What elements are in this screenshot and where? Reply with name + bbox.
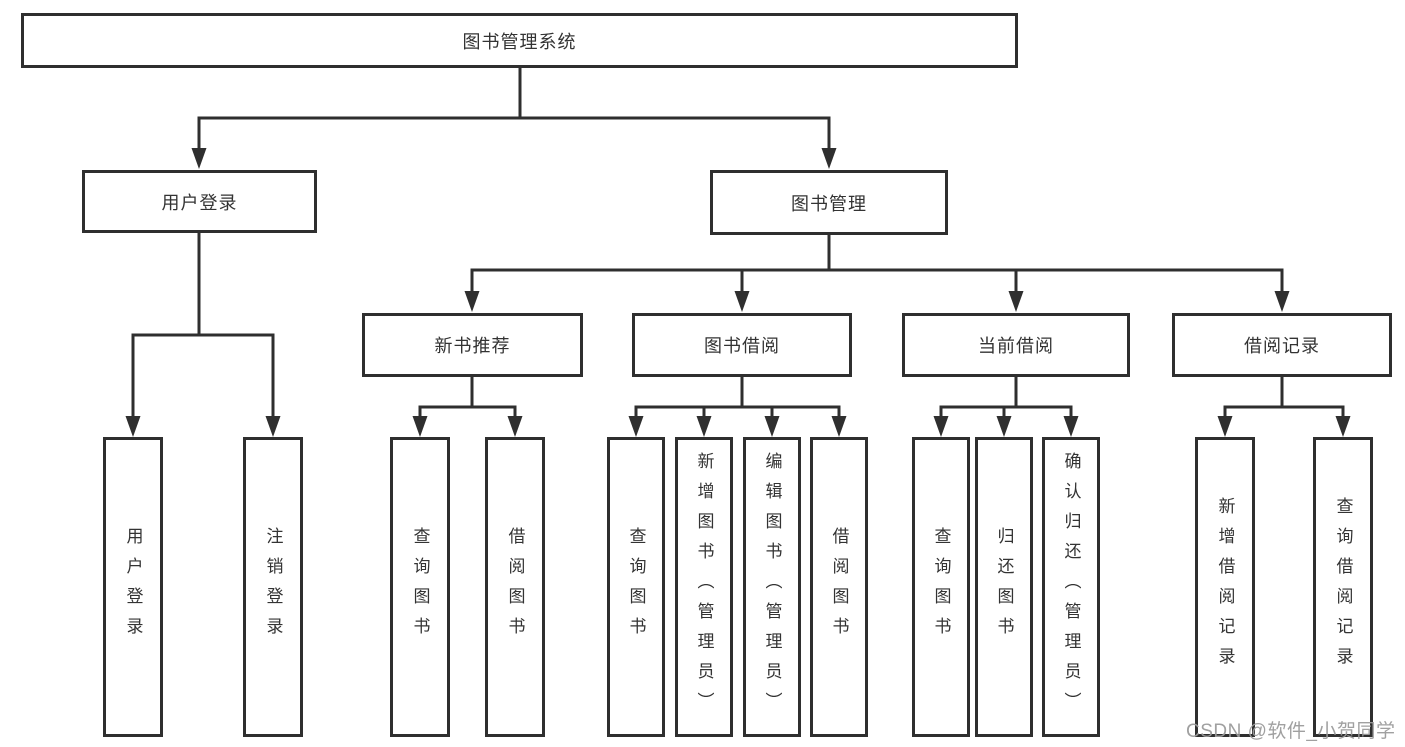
csdn-watermark: CSDN @软件_小贺同学 [1186, 721, 1396, 742]
arrowhead [764, 416, 780, 437]
node-user-login: 用户登录 [82, 170, 317, 233]
leaf-query-books-borrow-label: 查询图书 [626, 527, 646, 647]
leaf-query-borrow-record: 查询借阅记录 [1313, 437, 1373, 737]
leaf-borrow-books-label: 借阅图书 [829, 527, 849, 647]
leaf-return-book-label: 归还图书 [994, 527, 1014, 647]
arrowhead [1217, 416, 1233, 437]
node-book-borrow: 图书借阅 [632, 313, 852, 377]
leaf-edit-book-admin: 编辑图书（管理员） [743, 437, 801, 737]
arrowhead [507, 416, 523, 437]
node-user-login-label: 用户登录 [161, 192, 238, 213]
arrowhead [696, 416, 712, 437]
connector-userlogin-to-children [131, 233, 275, 418]
arrowhead [996, 416, 1012, 437]
arrowhead [464, 291, 480, 312]
node-current-borrow: 当前借阅 [902, 313, 1130, 377]
connector-root-to-level2 [197, 68, 831, 150]
arrowhead [1274, 291, 1290, 312]
leaf-edit-book-admin-label: 编辑图书（管理员） [762, 452, 782, 722]
leaf-add-borrow-record: 新增借阅记录 [1195, 437, 1255, 737]
arrowhead [125, 416, 141, 437]
arrowhead [265, 416, 281, 437]
arrowhead [821, 148, 837, 169]
leaf-add-borrow-record-label: 新增借阅记录 [1215, 497, 1235, 677]
node-root: 图书管理系统 [21, 13, 1018, 68]
node-new-book-recommend-label: 新书推荐 [434, 336, 511, 356]
connector-newbook-to-children [418, 377, 517, 418]
leaf-user-login: 用户登录 [103, 437, 163, 737]
arrowhead [628, 416, 644, 437]
node-current-borrow-label: 当前借阅 [978, 336, 1054, 356]
node-borrow-records: 借阅记录 [1172, 313, 1392, 377]
arrowhead [1335, 416, 1351, 437]
leaf-borrow-books-recommend: 借阅图书 [485, 437, 545, 737]
leaf-query-borrow-record-label: 查询借阅记录 [1333, 497, 1353, 677]
leaf-confirm-return-admin: 确认归还（管理员） [1042, 437, 1100, 737]
leaf-borrow-books-recommend-label: 借阅图书 [505, 527, 525, 647]
arrowhead [933, 416, 949, 437]
leaf-query-books-recommend-label: 查询图书 [410, 527, 430, 647]
leaf-add-book-admin: 新增图书（管理员） [675, 437, 733, 737]
connector-records-to-children [1223, 377, 1345, 418]
leaf-logout-label: 注销登录 [263, 527, 283, 647]
arrowhead [1008, 291, 1024, 312]
leaf-query-books-borrow: 查询图书 [607, 437, 665, 737]
arrowhead [191, 148, 207, 169]
node-book-borrow-label: 图书借阅 [704, 336, 780, 356]
leaf-confirm-return-admin-label: 确认归还（管理员） [1061, 452, 1081, 722]
arrowhead [831, 416, 847, 437]
arrowhead [734, 291, 750, 312]
leaf-query-books-current-label: 查询图书 [931, 527, 951, 647]
arrowheads [125, 148, 1351, 437]
leaf-add-book-admin-label: 新增图书（管理员） [694, 452, 714, 722]
leaf-query-books-recommend: 查询图书 [390, 437, 450, 737]
arrowhead [1063, 416, 1079, 437]
connector-bookmgmt-to-level3 [470, 235, 1284, 293]
leaf-logout: 注销登录 [243, 437, 303, 737]
node-book-management-label: 图书管理 [791, 193, 867, 214]
leaf-borrow-books: 借阅图书 [810, 437, 868, 737]
connector-bookborrow-to-children [634, 377, 841, 418]
connector-currentborrow-to-children [939, 377, 1073, 418]
leaf-user-login-label: 用户登录 [123, 527, 143, 647]
node-borrow-records-label: 借阅记录 [1244, 336, 1320, 356]
leaf-return-book: 归还图书 [975, 437, 1033, 737]
arrowhead [412, 416, 428, 437]
node-book-management: 图书管理 [710, 170, 948, 235]
leaf-query-books-current: 查询图书 [912, 437, 970, 737]
node-root-label: 图书管理系统 [462, 31, 577, 52]
node-new-book-recommend: 新书推荐 [362, 313, 583, 377]
